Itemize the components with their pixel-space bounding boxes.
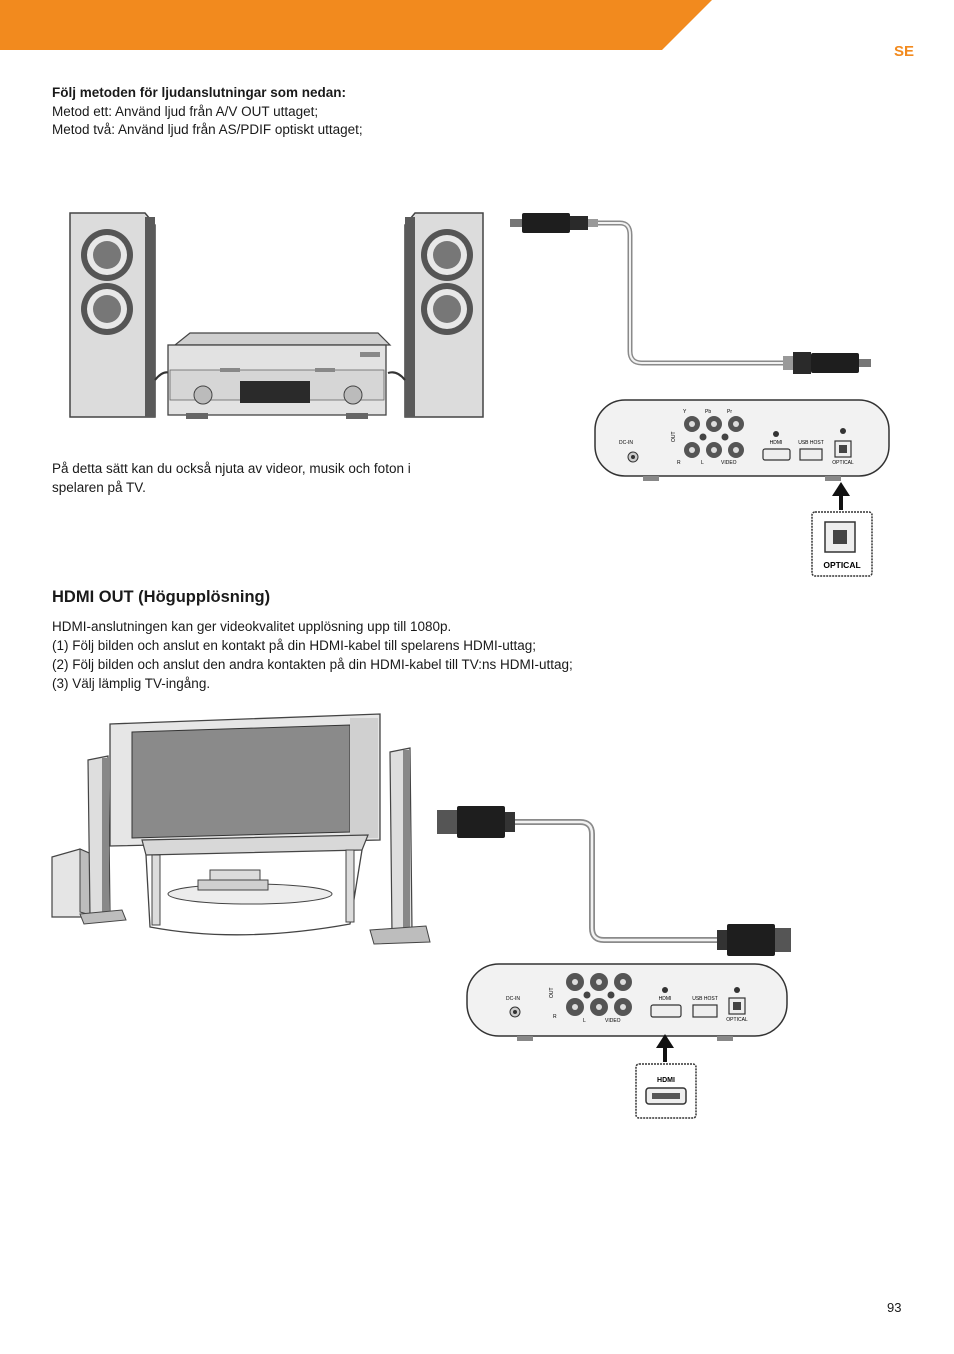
y-label: Y — [683, 409, 687, 415]
header-banner — [0, 0, 712, 50]
hdmi-cable-illustration — [437, 806, 791, 956]
section-line-3: (2) Följ bilden och anslut den andra kon… — [52, 657, 573, 672]
usb-port-2 — [692, 1004, 718, 1018]
usb-host-label: USB HOST — [798, 440, 824, 446]
media-player-rear-panel: DC-IN OUT Y Pb Pr R L VIDEO HDMI USB HOS… — [594, 399, 890, 481]
optical-port-label-2: OPTICAL — [726, 1017, 748, 1023]
av-receiver — [167, 332, 392, 419]
caption-1: På detta sätt kan du också njuta av vide… — [52, 460, 472, 497]
section-line-1: HDMI-anslutningen kan ger videokvalitet … — [52, 619, 452, 634]
dc-in-label: DC-IN — [619, 440, 633, 446]
hdmi-port-2 — [650, 1004, 682, 1018]
hdmi-callout: HDMI — [635, 1034, 697, 1119]
left-speaker — [69, 212, 156, 418]
section-line-2: (1) Följ bilden och anslut en kontakt på… — [52, 638, 536, 653]
caption-1-line-2: spelaren på TV. — [52, 479, 146, 495]
media-player-rear-panel-2: DC-IN OUT R L VIDEO HDMI USB HOST OPTICA… — [466, 963, 788, 1041]
optical-cable-illustration — [510, 213, 871, 374]
l-label: L — [701, 460, 704, 466]
section-line-4: (3) Välj lämplig TV-ingång. — [52, 676, 211, 691]
hdmi-port-label-2: HDMI — [659, 996, 672, 1002]
section-title: HDMI OUT (Högupplösning) — [52, 588, 271, 606]
hdmi-port — [762, 448, 791, 461]
tv-home-theater-illustration — [51, 713, 431, 945]
usb-port — [799, 448, 823, 461]
intro-block: Följ metoden för ljudanslutningar som ne… — [52, 84, 652, 140]
video-label-2: VIDEO — [605, 1018, 621, 1024]
l-label-2: L — [583, 1018, 586, 1024]
pb-label: Pb — [705, 409, 711, 415]
caption-1-line-1: På detta sätt kan du också njuta av vide… — [52, 461, 411, 476]
intro-line-2: Metod två: Använd ljud från AS/PDIF opti… — [52, 122, 363, 137]
out-label-2: OUT — [549, 987, 555, 998]
usb-host-label-2: USB HOST — [692, 996, 718, 1002]
section-body: HDMI-anslutningen kan ger videokvalitet … — [52, 617, 692, 693]
dc-in-label-2: DC-IN — [506, 996, 520, 1002]
stereo-system-illustration — [69, 212, 484, 419]
hdmi-port-label: HDMI — [770, 440, 783, 446]
intro-line-1: Metod ett: Använd ljud från A/V OUT utta… — [52, 103, 319, 119]
component-video-jacks — [684, 416, 744, 458]
right-speaker — [404, 212, 484, 418]
video-label: VIDEO — [721, 460, 737, 466]
component-video-jacks-2 — [566, 973, 632, 1016]
hdmi-callout-label: HDMI — [657, 1077, 675, 1084]
r-label: R — [677, 460, 681, 466]
optical-port-label: OPTICAL — [832, 460, 854, 466]
page-number: 93 — [887, 1300, 902, 1315]
r-label-2: R — [553, 1014, 557, 1020]
out-label: OUT — [671, 431, 677, 442]
language-code: SE — [894, 43, 915, 60]
optical-callout-label: OPTICAL — [823, 560, 860, 570]
optical-callout: OPTICAL — [811, 482, 873, 577]
intro-heading: Följ metoden för ljudanslutningar som ne… — [52, 85, 347, 100]
pr-label: Pr — [727, 409, 732, 415]
